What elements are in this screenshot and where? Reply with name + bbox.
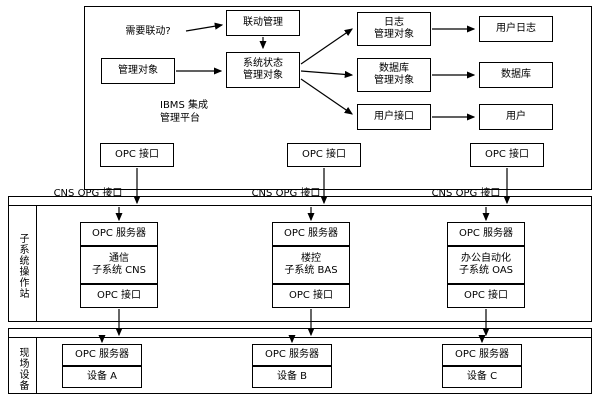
manage-object-box[interactable]: 管理对象 bbox=[101, 58, 175, 84]
platform-opc-interface-1[interactable]: OPC 接口 bbox=[100, 143, 174, 167]
subsystem-3-name[interactable]: 办公自动化 子系统 OAS bbox=[447, 246, 525, 284]
subsystem-2-name[interactable]: 楼控 子系统 BAS bbox=[272, 246, 350, 284]
bus-label-1: CNS OPG 接口 bbox=[53, 188, 123, 199]
log-manage-object-box[interactable]: 日志 管理对象 bbox=[357, 12, 431, 46]
field-device-2-name[interactable]: 设备 B bbox=[252, 366, 332, 388]
subsystem-layer-frame bbox=[8, 196, 592, 322]
field-layer-label: 现场设备 bbox=[17, 347, 28, 391]
field-device-1-server[interactable]: OPC 服务器 bbox=[62, 344, 142, 366]
subsystem-1-opc[interactable]: OPC 接口 bbox=[80, 284, 158, 308]
user-interface-box[interactable]: 用户接口 bbox=[357, 104, 431, 130]
platform-frame bbox=[84, 6, 592, 190]
platform-opc-interface-2[interactable]: OPC 接口 bbox=[287, 143, 361, 167]
sys-state-manage-object-box[interactable]: 系统状态 管理对象 bbox=[226, 52, 300, 88]
subsystem-3-opc[interactable]: OPC 接口 bbox=[447, 284, 525, 308]
field-layer-frame bbox=[8, 328, 592, 394]
user-box[interactable]: 用户 bbox=[479, 104, 553, 130]
bus-label-3: CNS OPG 接口 bbox=[431, 188, 501, 199]
cns-opg-bus-line bbox=[8, 205, 592, 206]
field-device-1-name[interactable]: 设备 A bbox=[62, 366, 142, 388]
linkage-mgmt-box[interactable]: 联动管理 bbox=[226, 10, 300, 36]
subsystem-2-server[interactable]: OPC 服务器 bbox=[272, 222, 350, 246]
field-label-divider bbox=[36, 337, 37, 394]
platform-opc-interface-3[interactable]: OPC 接口 bbox=[470, 143, 544, 167]
field-bus-line bbox=[8, 337, 592, 338]
platform-label: IBMS 集成 管理平台 bbox=[160, 100, 208, 124]
bus-label-2: CNS OPG 接口 bbox=[251, 188, 321, 199]
database-box[interactable]: 数据库 bbox=[479, 62, 553, 88]
subsystem-3-server[interactable]: OPC 服务器 bbox=[447, 222, 525, 246]
field-device-2-server[interactable]: OPC 服务器 bbox=[252, 344, 332, 366]
db-manage-object-box[interactable]: 数据库 管理对象 bbox=[357, 58, 431, 92]
subsystem-1-name[interactable]: 通信 子系统 CNS bbox=[80, 246, 158, 284]
subsystem-2-opc[interactable]: OPC 接口 bbox=[272, 284, 350, 308]
subsystem-layer-label: 子系统操作站 bbox=[17, 233, 28, 299]
field-device-3-server[interactable]: OPC 服务器 bbox=[442, 344, 522, 366]
field-device-3-name[interactable]: 设备 C bbox=[442, 366, 522, 388]
question-label: 需要联动? bbox=[125, 26, 171, 37]
subsystem-1-server[interactable]: OPC 服务器 bbox=[80, 222, 158, 246]
subsystem-label-divider bbox=[36, 205, 37, 322]
user-log-box[interactable]: 用户日志 bbox=[479, 16, 553, 42]
